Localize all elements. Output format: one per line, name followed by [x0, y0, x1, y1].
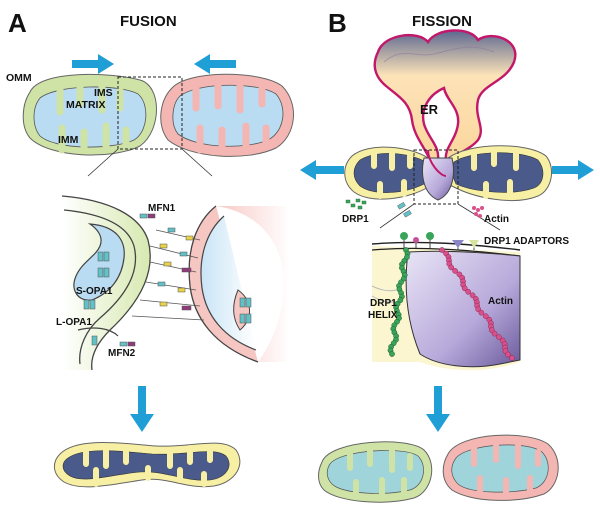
actin-bead	[491, 330, 498, 337]
label-drp1-adaptors: DRP1 ADAPTORS	[484, 236, 569, 247]
fusion-result-arrow-icon	[130, 386, 154, 432]
label-er: ER	[420, 102, 439, 117]
fission-result-arrow-icon	[426, 386, 450, 432]
actin-bead	[505, 351, 511, 358]
actin-bead	[478, 309, 485, 316]
actin-bead	[452, 268, 458, 274]
label-matrix: MATRIX	[66, 99, 105, 111]
label-drp1-helix-2: HELIX	[368, 310, 398, 321]
label-mfn2: MFN2	[108, 348, 136, 359]
actin-glyphs	[472, 206, 484, 218]
panel-a-letter: A	[8, 8, 27, 38]
actin-bead	[482, 313, 489, 320]
label-actin-zoom: Actin	[488, 296, 513, 307]
fission-arrow-left-icon	[300, 160, 344, 180]
actin-bead	[475, 306, 482, 313]
fission-zoom-detail	[371, 232, 521, 371]
panel-a-title: FUSION	[120, 13, 177, 30]
adaptor-glyphs	[397, 201, 412, 218]
mitochondrion-fused	[54, 442, 241, 488]
mitochondrion-green	[22, 73, 157, 156]
label-omm: OMM	[6, 72, 32, 84]
label-ims: IMS	[94, 87, 113, 99]
label-drp1-helix-1: DRP1	[370, 298, 397, 309]
fusion-arrow-right-icon	[72, 54, 114, 74]
label-s-opa1: S-OPA1	[76, 286, 113, 297]
mitochondrion-daughter-green	[318, 441, 433, 503]
actin-bead	[448, 264, 455, 271]
panel-b-title: FISSION	[412, 13, 472, 30]
label-imm: IMM	[58, 134, 79, 146]
mitochondrion-daughter-pink	[442, 434, 559, 501]
er-structure	[373, 29, 517, 162]
label-mfn1: MFN1	[148, 203, 176, 214]
actin-bead	[439, 247, 445, 253]
panel-b-letter: B	[328, 8, 347, 38]
actin-filament	[439, 247, 515, 361]
fusion-zoom-detail	[61, 195, 290, 371]
drp1-helix	[387, 247, 411, 357]
actin-bead	[496, 334, 502, 340]
actin-bead	[461, 285, 468, 292]
zoom-box-b	[413, 149, 459, 205]
actin-bead	[465, 288, 472, 295]
mitochondrion-pink	[160, 73, 294, 157]
actin-bead	[469, 292, 476, 299]
label-drp1: DRP1	[342, 214, 369, 225]
fission-arrow-right-icon	[552, 160, 594, 180]
actin-bead	[509, 355, 515, 361]
zoom-box-a	[117, 76, 183, 150]
label-l-opa1: L-OPA1	[56, 317, 92, 328]
fusion-arrow-left-icon	[194, 54, 236, 74]
drp1-glyphs	[345, 198, 367, 210]
drp1-bead	[389, 351, 395, 357]
adaptor-stalks	[400, 232, 479, 250]
mitochondrion-constricted	[344, 145, 553, 202]
label-actin: Actin	[484, 214, 509, 225]
